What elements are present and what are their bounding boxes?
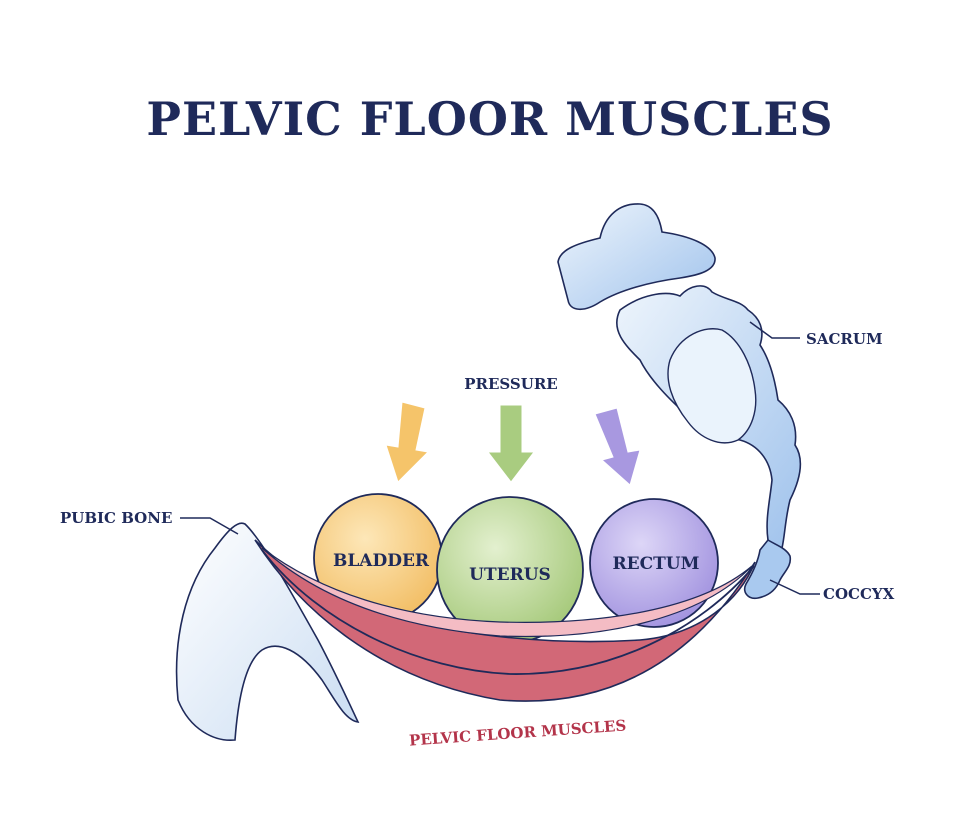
uterus-label: UTERUS [469, 565, 551, 585]
sacrum-inner-shape [667, 328, 757, 444]
pubic-bone-leader [180, 517, 239, 535]
pressure-arrow-uterus [486, 404, 536, 483]
pressure-label: PRESSURE [464, 375, 558, 393]
pressure-arrow-rectum [594, 407, 641, 486]
pelvic-floor-muscle-highlight [261, 547, 753, 638]
pressure-arrow-bladder [385, 401, 430, 483]
bladder-label: BLADDER [333, 551, 430, 571]
diagram-title: PELVIC FLOOR MUSCLES [146, 92, 834, 146]
pelvic-floor-muscles-label: PELVIC FLOOR MUSCLES [408, 716, 626, 749]
pubic-bone-shape [175, 522, 360, 741]
sacrum-label: SACRUM [806, 330, 883, 348]
coccyx-leader [769, 579, 820, 595]
pubic-bone-label: PUBIC BONE [60, 509, 172, 527]
rectum-label: RECTUM [613, 554, 700, 574]
sacrum-leader [749, 321, 800, 339]
sacrum-top-vertebra [557, 203, 716, 311]
coccyx-shape [743, 538, 792, 600]
pelvic-floor-muscle-line [261, 549, 755, 675]
rectum-organ [589, 498, 719, 628]
coccyx-label: COCCYX [823, 585, 895, 603]
